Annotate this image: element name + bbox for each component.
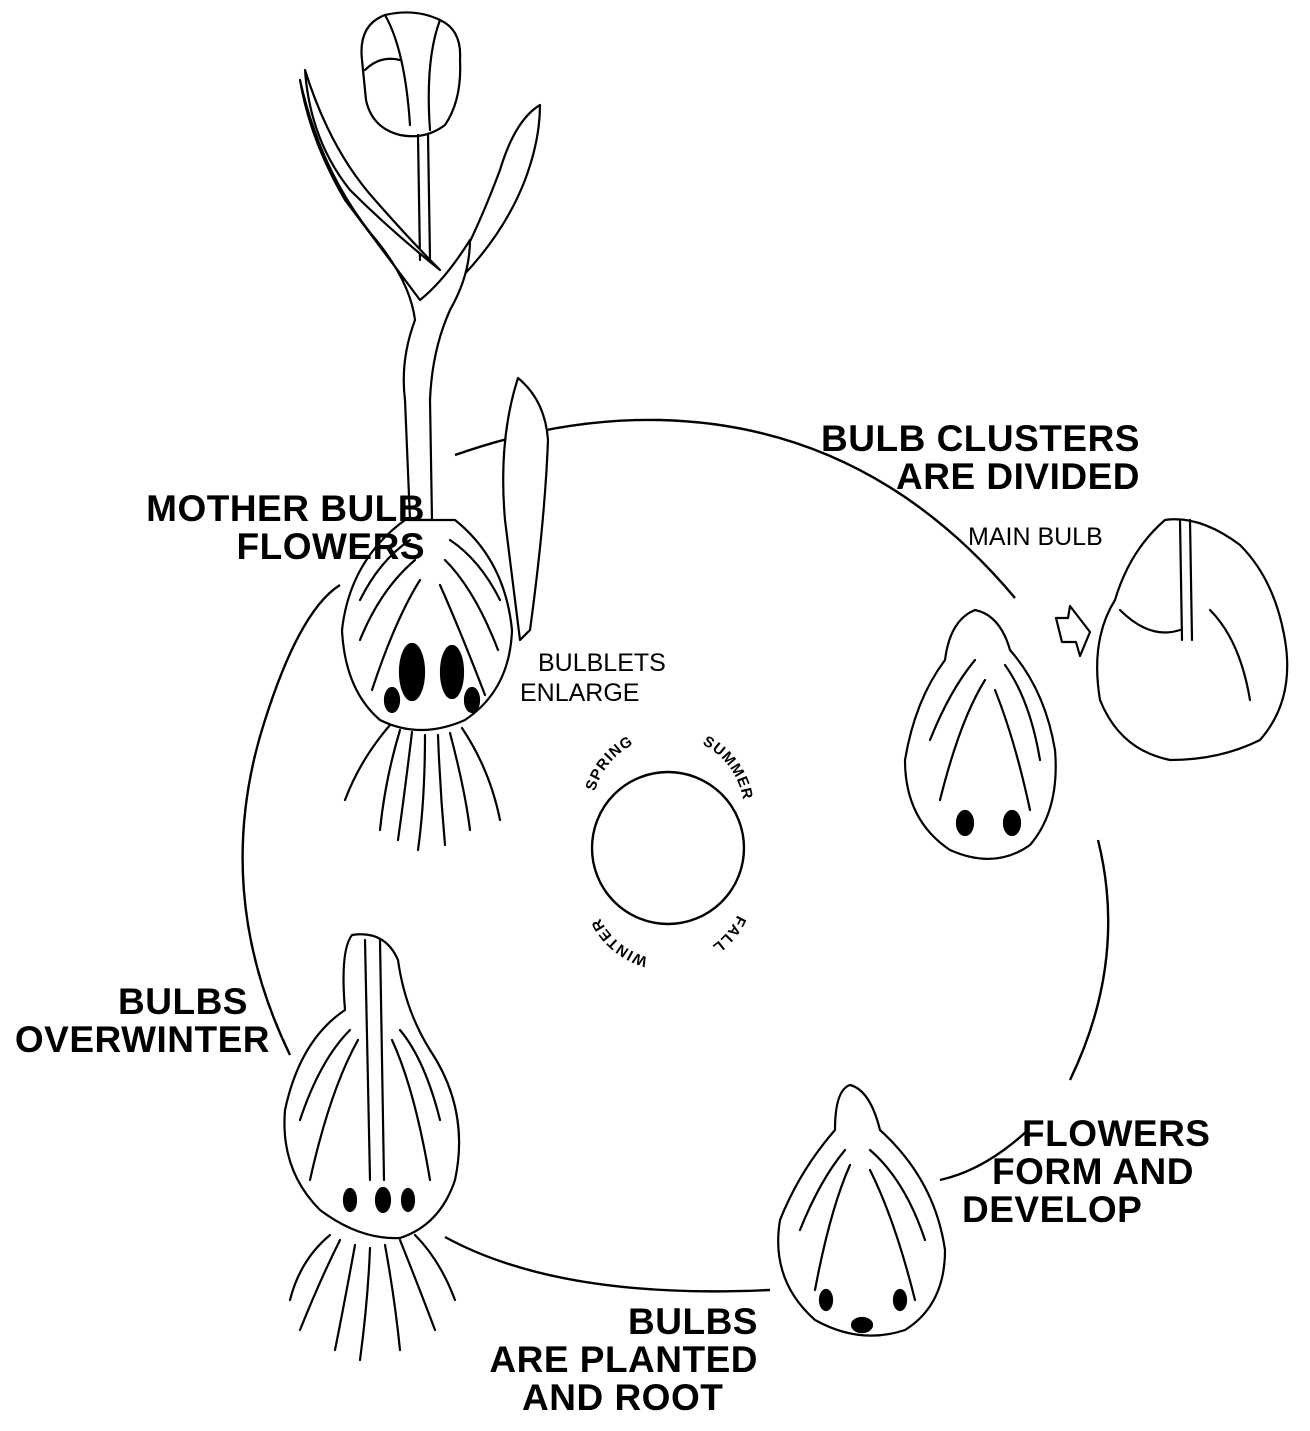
divided-bulb-half [905,610,1056,859]
annotation-bulblets-enlarge: BULBLETS ENLARGE [520,648,666,708]
mother-bulb-roots [345,725,500,850]
label-mother-bulb-flowers: MOTHER BULB FLOWERS [100,490,425,566]
main-bulb-pointer-arrow [1056,606,1090,656]
label-bulbs-planted-root-line1: BULBS [480,1303,758,1341]
label-flowers-form-develop: FLOWERS FORM AND DEVELOP [962,1115,1222,1229]
annotation-bulblets-enlarge-line2: ENLARGE [520,678,666,708]
label-flowers-form-develop-line1: FLOWERS [962,1115,1222,1153]
divided-bulbs-illustration [905,519,1287,859]
season-circle [592,772,744,924]
annotation-main-bulb-text: MAIN BULB [968,522,1103,552]
annotation-main-bulb: MAIN BULB [968,522,1103,552]
label-bulb-clusters-divided-line2: ARE DIVIDED [800,458,1140,496]
season-fall: FALL [709,913,749,957]
season-summer: SUMMER [700,733,756,802]
season-winter: WINTER [588,915,650,970]
label-bulb-clusters-divided-line1: BULB CLUSTERS [800,420,1140,458]
label-bulbs-planted-root: BULBS ARE PLANTED AND ROOT [480,1303,758,1417]
overwintering-bulb [284,934,459,1238]
tulip-stem [418,135,430,260]
label-flowers-form-develop-line2: FORM AND [962,1153,1222,1191]
svg-text:FALL: FALL [709,913,749,957]
developing-bulb-illustration [778,1085,945,1336]
label-bulb-clusters-divided: BULB CLUSTERS ARE DIVIDED [800,420,1140,496]
season-wheel: SPRING SUMMER FALL WINTER [582,733,756,970]
cycle-arc-bottom [445,1237,770,1291]
developing-bulb [778,1085,945,1336]
overwintering-bulb-illustration [284,934,459,1360]
label-bulbs-overwinter-line1: BULBS [0,983,270,1021]
label-flowers-form-develop-line3: DEVELOP [962,1191,1222,1229]
label-mother-bulb-flowers-line1: MOTHER BULB [100,490,425,528]
annotation-bulblets-enlarge-line1: BULBLETS [520,648,666,678]
tulip-leaf-tall [503,378,548,640]
label-bulbs-planted-root-line3: AND ROOT [480,1379,758,1417]
label-bulbs-overwinter: BULBS OVERWINTER [0,983,270,1059]
overwintering-bulb-roots [290,1235,455,1360]
label-mother-bulb-flowers-line2: FLOWERS [100,528,425,566]
cycle-arc-right [1070,840,1108,1080]
label-bulbs-planted-root-line2: ARE PLANTED [480,1341,758,1379]
label-bulbs-overwinter-line2: OVERWINTER [0,1021,270,1059]
svg-text:WINTER: WINTER [588,915,650,970]
tulip-flower [361,12,460,136]
flowering-tulip-illustration [300,12,548,850]
svg-text:SUMMER: SUMMER [700,733,756,802]
